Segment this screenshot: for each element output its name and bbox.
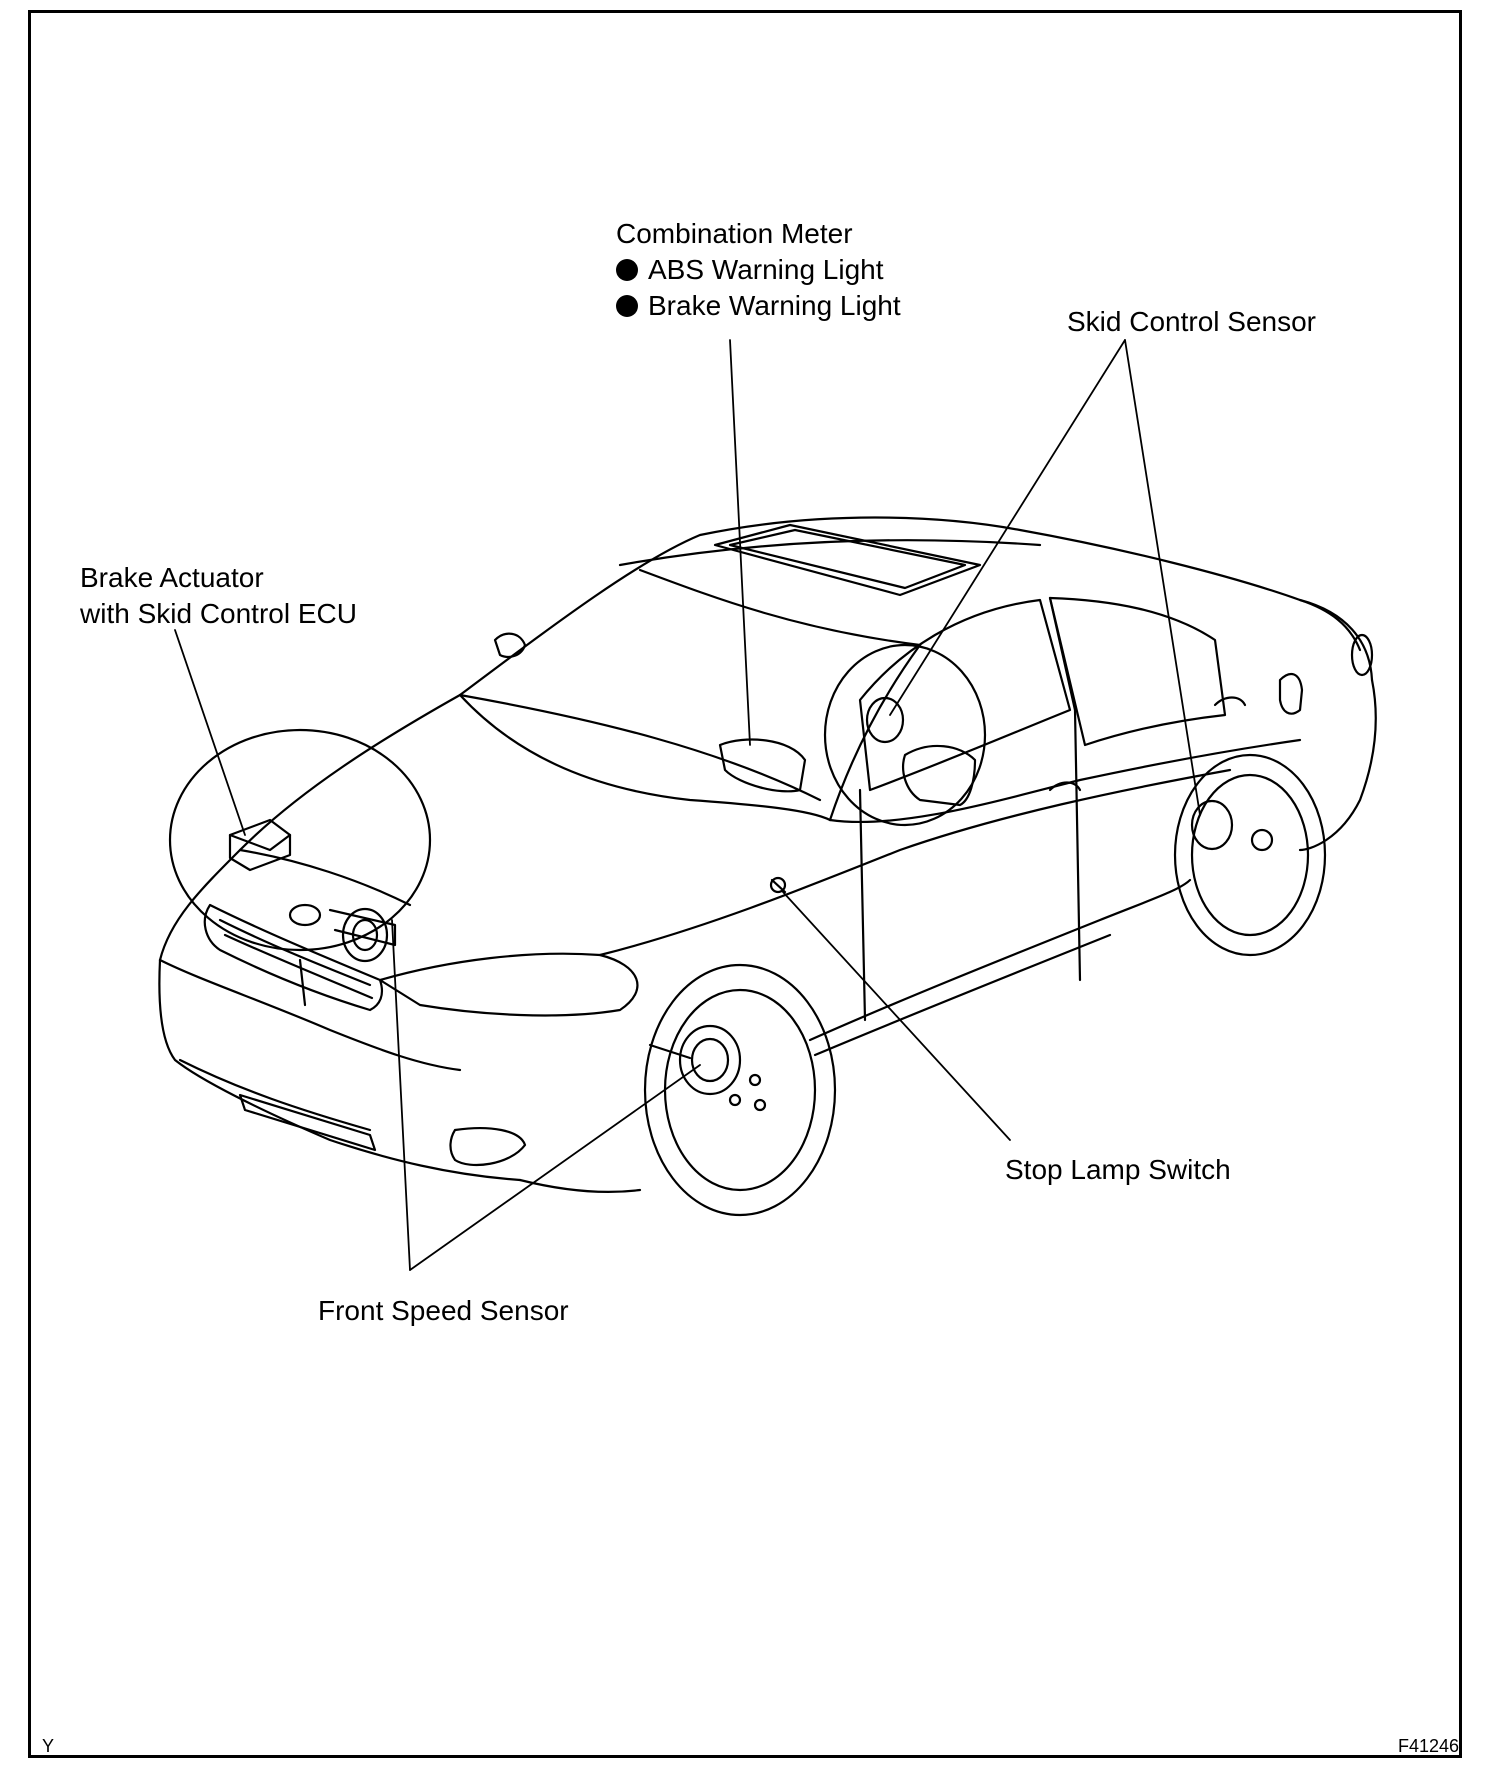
stop-lamp-switch-label: Stop Lamp Switch	[1005, 1154, 1231, 1185]
stop-lamp-switch-unit	[769, 876, 787, 894]
brake-actuator-label: Brake Actuator with Skid Control ECU	[80, 560, 357, 632]
combination-meter-title: Combination Meter	[616, 218, 853, 249]
brake-warning-light-label: Brake Warning Light	[648, 290, 901, 321]
rear-left-wheel	[1173, 753, 1327, 957]
combination-meter-label: Combination Meter ABS Warning Light Brak…	[616, 216, 901, 324]
rear-right-wheel	[823, 643, 987, 827]
diagram-frame	[28, 10, 1462, 1758]
front-speed-sensor-label: Front Speed Sensor	[318, 1295, 569, 1326]
abs-warning-light-label: ABS Warning Light	[648, 254, 884, 285]
bullet-icon	[616, 259, 638, 281]
skid-control-sensor-label: Skid Control Sensor	[1067, 306, 1317, 337]
abs-warning-light-item: ABS Warning Light	[616, 252, 901, 288]
brake-actuator-unit	[228, 818, 292, 872]
brake-actuator-line1: Brake Actuator	[80, 562, 264, 593]
brake-actuator-line2: with Skid Control ECU	[80, 598, 357, 629]
combination-meter-unit	[718, 738, 807, 793]
brake-warning-light-item: Brake Warning Light	[616, 288, 901, 324]
figure-code: F41246	[1398, 1736, 1460, 1756]
bullet-icon	[616, 295, 638, 317]
leader-lines	[174, 339, 1201, 1271]
front-right-wheel	[168, 728, 432, 963]
front-left-wheel	[643, 963, 837, 1217]
corner-left-mark: Y	[42, 1736, 55, 1756]
